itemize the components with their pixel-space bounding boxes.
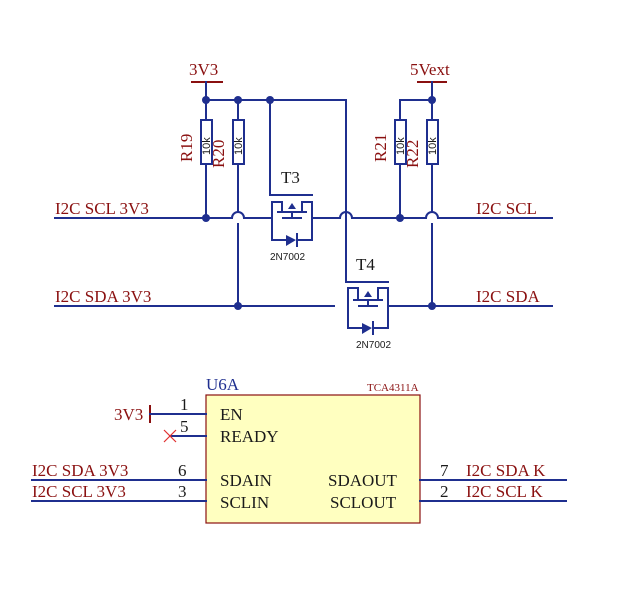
ic-pin-sclin: I2C SCL 3V3 3 SCLIN xyxy=(31,482,269,512)
ic-u6a: U6A TCA4311A 3V3 1 EN 5 READY I2C SDA 3V… xyxy=(31,375,567,524)
net-scl-3v3-label: I2C SCL 3V3 xyxy=(55,199,149,218)
pin1-num: 1 xyxy=(180,395,189,414)
pin6-name: SDAIN xyxy=(220,471,272,490)
pin3-num: 3 xyxy=(178,482,187,501)
t3-ref: T3 xyxy=(281,168,300,187)
power-3v3-label: 3V3 xyxy=(189,60,218,79)
net-sda-label: I2C SDA xyxy=(476,287,540,306)
pin5-num: 5 xyxy=(180,417,189,436)
ic-ref: U6A xyxy=(206,375,240,394)
resistor-r19: R19 10k xyxy=(177,99,213,219)
ic-pin-sclout: I2C SCL K 2 SCLOUT xyxy=(330,482,567,512)
transistor-t3: T3 2N7002 xyxy=(269,168,313,263)
en-power-label: 3V3 xyxy=(114,405,143,424)
power-5vext: 5Vext xyxy=(410,60,450,101)
t4-part: 2N7002 xyxy=(356,340,391,351)
rail-3v3 xyxy=(205,99,347,283)
resistor-r20: R20 10k xyxy=(209,99,245,213)
pin7-num: 7 xyxy=(440,461,449,480)
pin6-num: 6 xyxy=(178,461,187,480)
sclout-net-label: I2C SCL K xyxy=(466,482,544,501)
pin1-name: EN xyxy=(220,405,243,424)
ic-body xyxy=(205,394,421,524)
net-sda-3v3-label: I2C SDA 3V3 xyxy=(55,287,151,306)
sdain-net-label: I2C SDA 3V3 xyxy=(32,461,128,480)
r21-value: 10k xyxy=(395,137,407,155)
scl-wires: I2C SCL 3V3 I2C SCL xyxy=(54,199,553,220)
junction-dots xyxy=(202,96,436,310)
r20-value: 10k xyxy=(233,137,245,155)
r22-ref: R22 xyxy=(403,140,422,168)
power-3v3-top: 3V3 xyxy=(189,60,223,101)
pin5-name: READY xyxy=(220,427,279,446)
pin2-name: SCLOUT xyxy=(330,493,397,512)
pin3-name: SCLIN xyxy=(220,493,269,512)
t3-part: 2N7002 xyxy=(270,252,305,263)
r20-ref: R20 xyxy=(209,140,228,168)
net-scl-label: I2C SCL xyxy=(476,199,537,218)
r19-ref: R19 xyxy=(177,134,196,162)
r22-value: 10k xyxy=(427,137,439,155)
sdaout-net-label: I2C SDA K xyxy=(466,461,546,480)
ic-part: TCA4311A xyxy=(367,382,419,394)
r19-value: 10k xyxy=(201,137,213,155)
pin7-name: SDAOUT xyxy=(328,471,398,490)
ic-pin-ready: 5 READY xyxy=(163,417,279,446)
r21-ref: R21 xyxy=(371,134,390,162)
sda-wires: I2C SDA 3V3 I2C SDA xyxy=(54,287,553,307)
pin2-num: 2 xyxy=(440,482,449,501)
sclin-net-label: I2C SCL 3V3 xyxy=(32,482,126,501)
t4-ref: T4 xyxy=(356,255,375,274)
resistor-r21: R21 10k xyxy=(371,99,407,219)
ic-pin-sdain: I2C SDA 3V3 6 SDAIN xyxy=(31,461,272,490)
transistor-t4: T4 2N7002 xyxy=(345,255,391,351)
ic-pin-sdaout: I2C SDA K 7 SDAOUT xyxy=(328,461,567,490)
power-5vext-label: 5Vext xyxy=(410,60,450,79)
resistor-r22: R22 10k xyxy=(403,99,439,213)
ic-pin-en: 3V3 1 EN xyxy=(114,395,243,424)
